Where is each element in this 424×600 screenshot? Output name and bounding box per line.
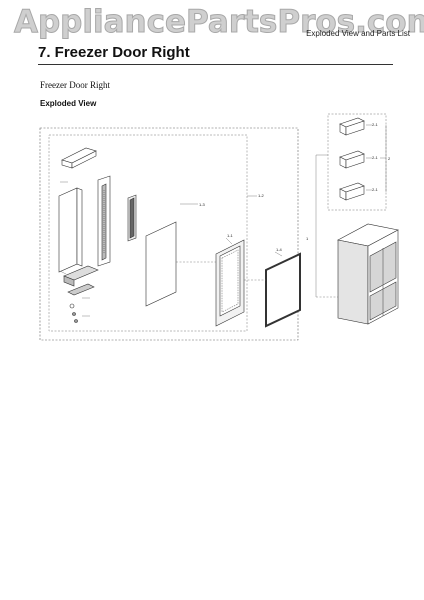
callout-1-4: 1-4 [276, 247, 283, 252]
door-frame-strip [97, 175, 111, 267]
subtitle: Freezer Door Right [40, 80, 110, 90]
callout-2: 2 [388, 156, 391, 161]
callout-1: 1 [306, 236, 309, 241]
title-divider [38, 64, 393, 65]
diagram-inner-frame [48, 134, 248, 332]
watermark: AppliancePartsPros.com [14, 4, 424, 41]
callout-2-1-bottom: 2-1 [372, 187, 379, 192]
door-cap-top [61, 147, 97, 169]
refrigerator-illustration [337, 223, 399, 325]
callout-2-1-middle: 2-1 [372, 155, 379, 160]
diagram-outer-frame [39, 127, 299, 341]
door-liner [215, 239, 245, 327]
door-bin-3 [339, 182, 365, 201]
page-title: 7. Freezer Door Right [38, 44, 190, 61]
hinge-bracket [63, 265, 99, 323]
callout-1-2: 1-2 [258, 193, 265, 198]
header-section-label: Exploded View and Parts List [306, 29, 410, 38]
callout-1-1: 1-1 [227, 233, 234, 238]
door-side-panel [58, 187, 83, 273]
door-gasket [265, 252, 301, 328]
door-inner-panel [145, 221, 177, 307]
leader-lines [59, 124, 387, 317]
gasket-strip [127, 194, 137, 242]
door-bin-1 [339, 117, 365, 136]
callout-2-1-top: 2-1 [372, 122, 379, 127]
door-bin-2 [339, 150, 365, 169]
callout-1-3: 1-3 [199, 202, 206, 207]
exploded-view-label: Exploded View [40, 99, 97, 108]
